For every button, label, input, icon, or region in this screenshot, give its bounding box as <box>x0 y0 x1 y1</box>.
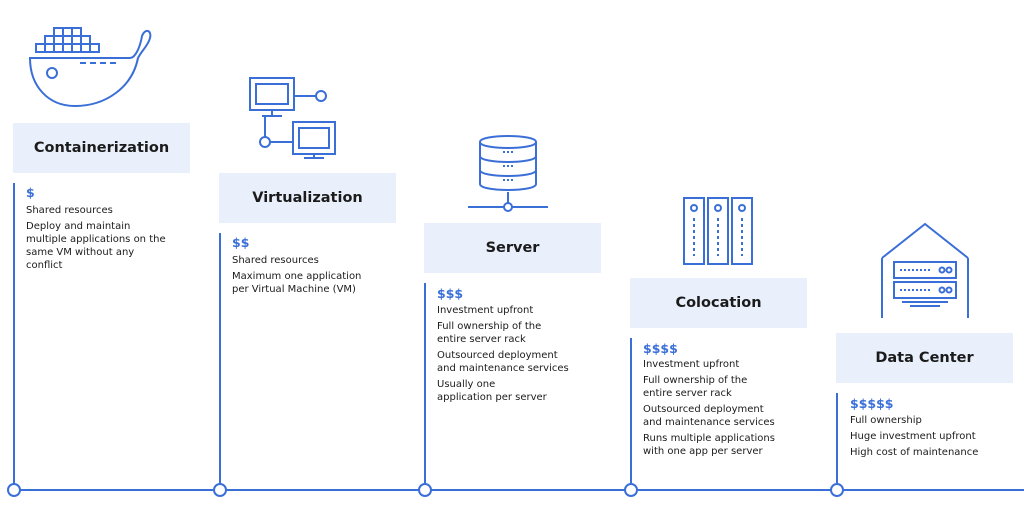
list-item: Full ownership of the entire server rack <box>643 375 748 399</box>
list-item: Shared resources <box>232 255 319 266</box>
list-item: Deploy and maintain multiple application… <box>26 221 166 271</box>
stage-title-data-center: Data Center <box>836 333 1013 383</box>
timeline-node <box>213 483 227 497</box>
list-item: Outsourced deployment and maintenance se… <box>643 404 775 428</box>
stage-line <box>630 338 632 490</box>
cost-label: $$ <box>232 235 250 250</box>
timeline-node <box>624 483 638 497</box>
timeline-node <box>7 483 21 497</box>
list-item: Investment upfront <box>437 305 534 316</box>
server-racks-icon <box>683 197 753 265</box>
docker-whale-icon <box>28 27 152 108</box>
server-database-icon <box>468 135 548 212</box>
cost-label: $$$$$ <box>850 396 894 411</box>
stage-items: Shared resources Deploy and maintain mul… <box>26 204 211 275</box>
list-item: Huge investment upfront <box>850 431 976 442</box>
stage-line <box>13 183 15 490</box>
virtual-machines-icon <box>249 77 336 159</box>
cost-label: $$$$ <box>643 341 678 356</box>
stage-title-colocation: Colocation <box>630 278 807 328</box>
list-item: Investment upfront <box>643 359 740 370</box>
data-center-building-icon <box>881 222 969 318</box>
stage-title-virtualization: Virtualization <box>219 173 396 223</box>
list-item: Full ownership <box>850 415 922 426</box>
list-item: Runs multiple applications with one app … <box>643 433 775 457</box>
stage-title-server: Server <box>424 223 601 273</box>
timeline-axis <box>13 489 1024 491</box>
stage-title-containerization: Containerization <box>13 123 190 173</box>
list-item: Usually one application per server <box>437 379 547 403</box>
list-item: Shared resources <box>26 205 113 216</box>
list-item: Full ownership of the entire server rack <box>437 321 542 345</box>
stage-line <box>219 233 221 490</box>
stage-items: Investment upfront Full ownership of the… <box>437 304 622 407</box>
timeline-node <box>830 483 844 497</box>
stage-items: Investment upfront Full ownership of the… <box>643 358 828 461</box>
list-item: Outsourced deployment and maintenance se… <box>437 350 569 374</box>
list-item: High cost of maintenance <box>850 447 979 458</box>
timeline-node <box>418 483 432 497</box>
stage-line <box>836 393 838 490</box>
stage-items: Full ownership Huge investment upfront H… <box>850 414 1024 462</box>
cost-label: $$$ <box>437 286 464 301</box>
stage-items: Shared resources Maximum one application… <box>232 254 417 299</box>
stage-line <box>424 283 426 490</box>
list-item: Maximum one application per Virtual Mach… <box>232 271 362 295</box>
cost-label: $ <box>26 185 35 200</box>
